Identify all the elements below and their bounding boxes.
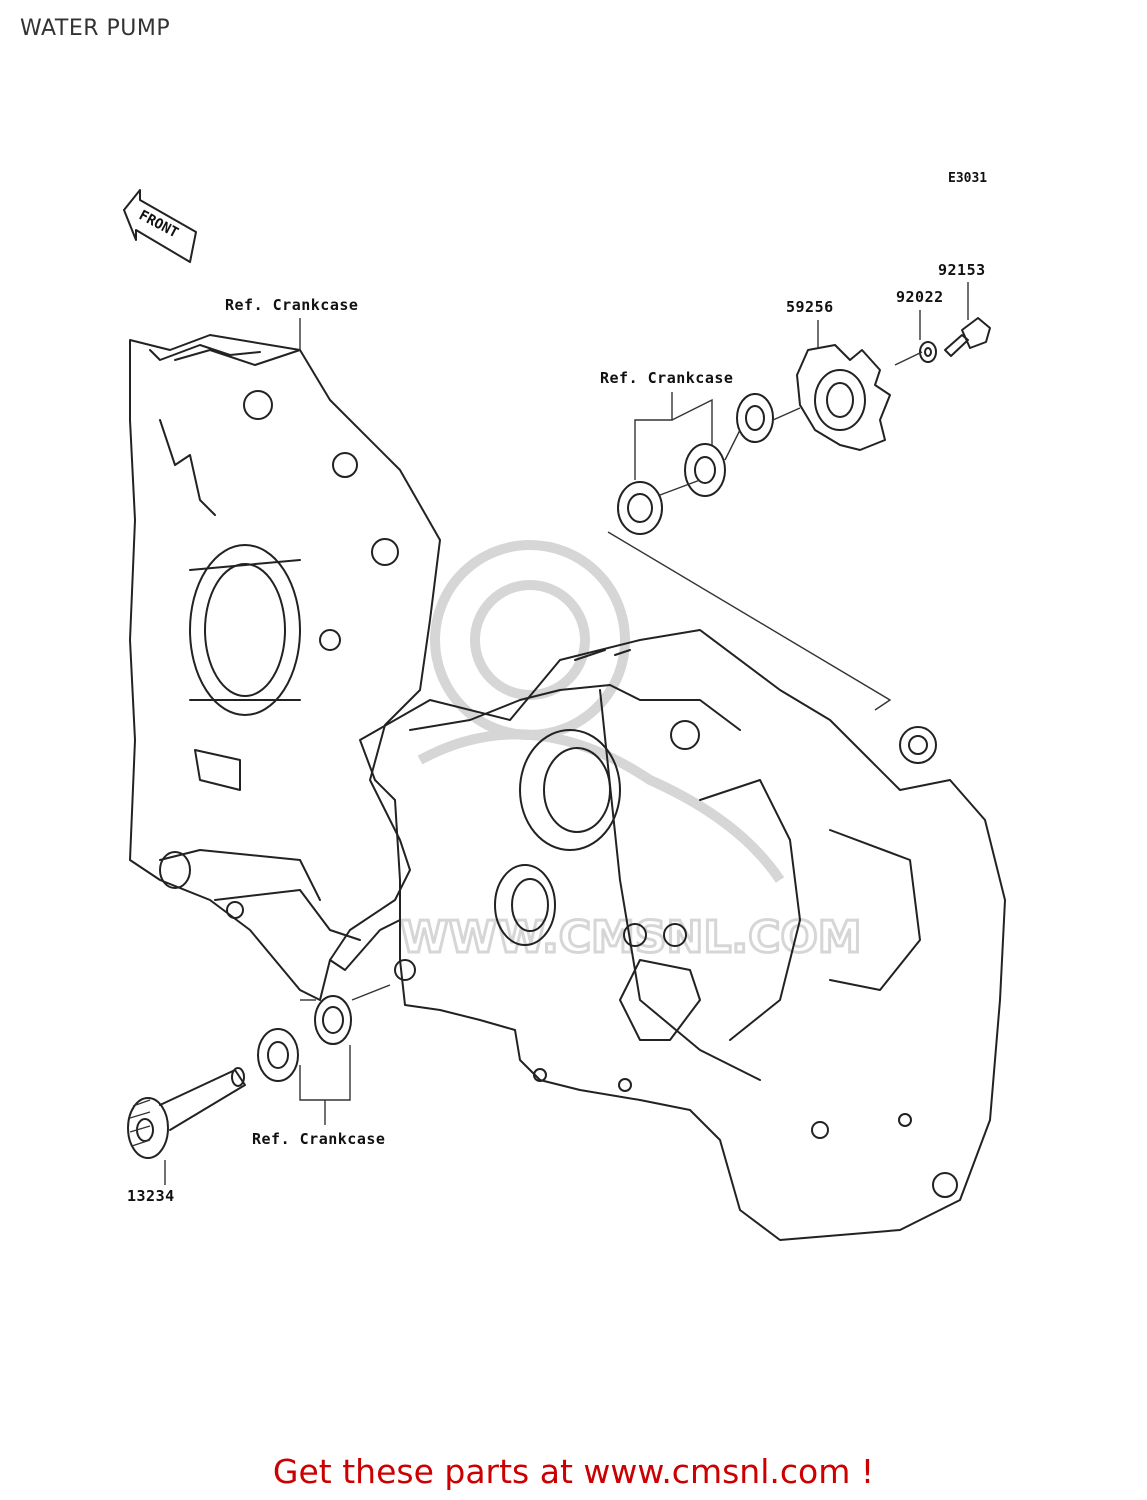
front-label: FRONT bbox=[136, 207, 181, 241]
part-number-59256: 59256 bbox=[786, 298, 834, 316]
crankcase-right-half bbox=[359, 629, 1006, 1241]
pump-bearing bbox=[617, 481, 663, 535]
pump-seal-upper bbox=[736, 393, 774, 443]
ref-crankcase-label-top: Ref. Crankcase bbox=[225, 296, 359, 314]
part-number-92153: 92153 bbox=[938, 261, 986, 279]
crankcase-left-half bbox=[129, 334, 441, 1001]
leader-lines bbox=[164, 282, 969, 1185]
part-number-13234: 13234 bbox=[127, 1187, 175, 1205]
washer-92022 bbox=[919, 341, 937, 363]
lower-seal bbox=[314, 995, 352, 1045]
watermark-logo: WWW.CMSNL.COM bbox=[399, 540, 863, 965]
ref-crankcase-label-bottom: Ref. Crankcase bbox=[252, 1130, 386, 1148]
ref-crankcase-label-mid: Ref. Crankcase bbox=[600, 369, 734, 387]
pump-cover-59256 bbox=[796, 344, 891, 451]
part-number-92022: 92022 bbox=[896, 288, 944, 306]
lower-bearing bbox=[257, 1028, 299, 1082]
bolt-92153 bbox=[944, 317, 991, 357]
gear-shaft-13234 bbox=[127, 1067, 246, 1159]
pump-seal-middle bbox=[684, 443, 726, 497]
footer-shop-link[interactable]: Get these parts at www.cmsnl.com ! bbox=[272, 1452, 875, 1491]
page-title: WATER PUMP bbox=[20, 16, 171, 41]
front-arrow-icon: FRONT bbox=[123, 189, 197, 263]
diagram-code: E3031 bbox=[948, 171, 988, 186]
watermark-text: WWW.CMSNL.COM bbox=[400, 912, 862, 963]
